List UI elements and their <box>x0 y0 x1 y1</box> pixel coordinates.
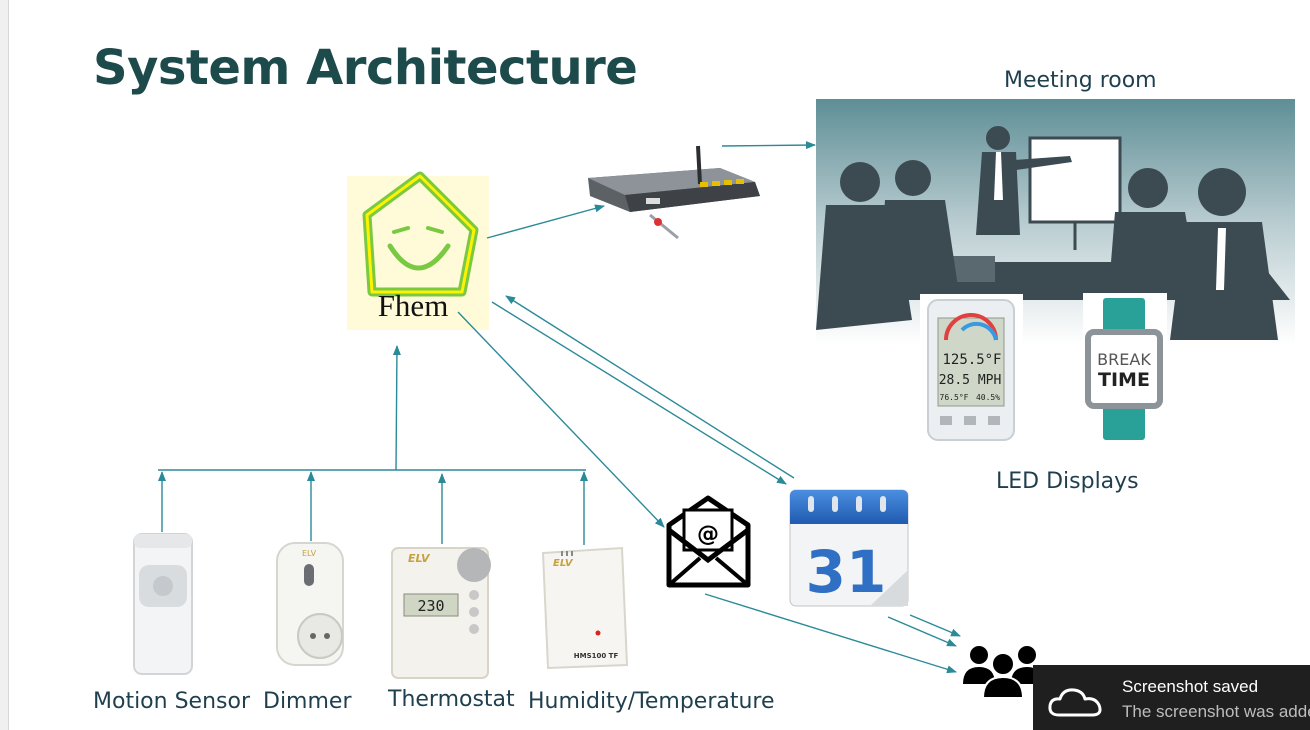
fhem-label: Fhem <box>378 288 449 323</box>
calendar-icon: 31 <box>789 489 909 607</box>
group-icon <box>963 646 1043 699</box>
device-label-motion-sensor: Motion Sensor <box>93 689 250 714</box>
break-time-display: BREAK TIME <box>1083 293 1167 443</box>
connectors <box>158 141 961 674</box>
thermo-reading-wind: 28.5 MPH <box>939 373 1002 388</box>
device-label-thermostat: Thermostat <box>388 687 515 712</box>
router-image <box>588 145 760 240</box>
thermostat-image: ELV 230 <box>391 547 491 679</box>
device-label-dimmer: Dimmer <box>263 689 352 714</box>
device-label-humidity-temperature: Humidity/Temperature <box>528 689 775 714</box>
toast-message: The screenshot was added to your OneDriv… <box>1122 702 1310 721</box>
screenshot-saved-toast[interactable]: Screenshot saved The screenshot was adde… <box>1033 665 1310 730</box>
onedrive-cloud-icon <box>1048 688 1102 717</box>
thermostat-brand: ELV <box>408 552 431 565</box>
humidity-sensor-image: ELV HMS100 TF <box>541 546 629 670</box>
meeting-room-label: Meeting room <box>1004 68 1157 93</box>
toast-title: Screenshot saved <box>1122 677 1259 696</box>
led-displays-label: LED Displays <box>996 469 1139 494</box>
dimmer-brand: ELV <box>302 549 317 558</box>
weather-station-display: 125.5°F 28.5 MPH 76.5°F 40.5% <box>920 294 1023 444</box>
calendar-day: 31 <box>806 538 887 606</box>
slide-title: System Architecture <box>93 40 638 96</box>
thermostat-display: 230 <box>417 597 444 615</box>
thermo-reading-temp: 125.5°F <box>942 352 1001 368</box>
svg-text:@: @ <box>697 522 719 547</box>
dimmer-image: ELV <box>276 542 344 666</box>
motion-sensor-image <box>133 533 193 675</box>
time-text: TIME <box>1098 369 1150 391</box>
break-text: BREAK <box>1097 350 1151 369</box>
humidity-brand: ELV <box>553 558 574 569</box>
slide-left-border <box>0 0 9 730</box>
thermo-reading-low: 76.5°F <box>940 393 969 402</box>
thermo-reading-humidity: 40.5% <box>976 393 1000 402</box>
email-icon: @ <box>666 495 751 588</box>
fhem-hub-logo: Fhem <box>347 171 489 330</box>
meeting-room-image <box>816 99 1295 345</box>
hms-label: HMS100 TF <box>574 652 619 660</box>
